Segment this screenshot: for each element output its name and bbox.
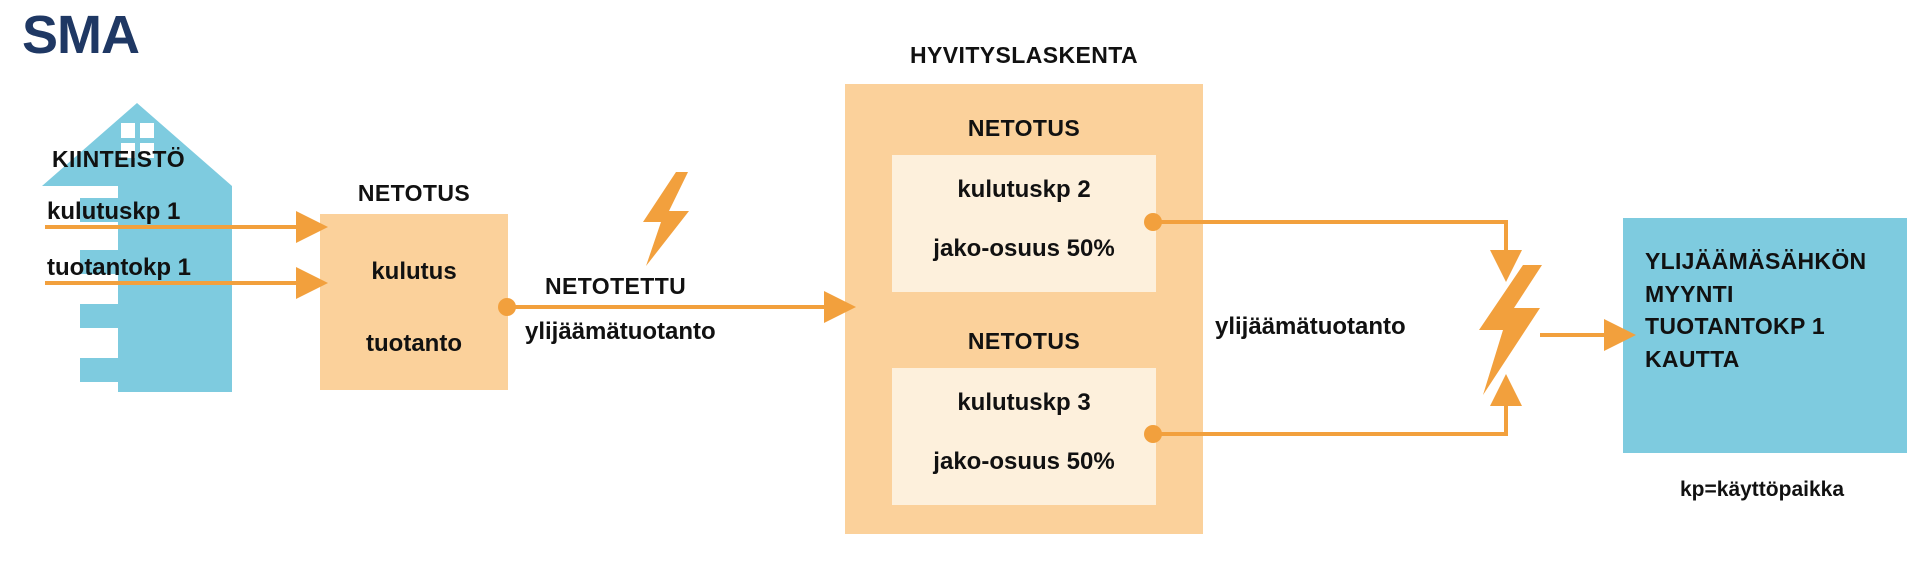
property-house-shape: [18, 100, 234, 392]
compensation-group-2-box: [892, 368, 1156, 505]
window-pane-icon: [121, 123, 135, 138]
netotus-local-row-kulutus: kulutus: [371, 258, 457, 285]
legend-note: kp=käyttöpaikka: [1680, 478, 1845, 501]
compensation-group-1-share: jako-osuus 50%: [933, 235, 1115, 262]
netotus-local-title: NETOTUS: [357, 180, 471, 206]
surplus-sale-box: [1623, 218, 1907, 453]
compensation-group-2-title: NETOTUS: [967, 328, 1081, 354]
surplus-flow-label: ylijäämätuotanto: [1215, 313, 1406, 340]
property-title: KIINTEISTÖ: [52, 146, 186, 172]
house-icon: [42, 103, 232, 392]
compensation-title: HYVITYSLASKENTA: [910, 42, 1138, 68]
sma-logo: SMA: [22, 5, 140, 65]
compensation-group-2-share: jako-osuus 50%: [933, 448, 1115, 475]
meter-label-tuotantokp1: tuotantokp 1: [47, 254, 191, 281]
compensation-group-1-title: NETOTUS: [967, 115, 1081, 141]
compensation-group-2-meter: kulutuskp 3: [957, 389, 1091, 416]
surplus-sale-text: YLIJÄÄMÄSÄHKÖN MYYNTI TUOTANTOKP 1 KAUTT…: [1645, 248, 1867, 372]
lightning-bolt-icon-right: [1479, 265, 1542, 395]
compensation-group-1-meter: kulutuskp 2: [957, 176, 1091, 203]
netotettu-title: NETOTETTU: [545, 273, 687, 299]
compensation-group-1-box: [892, 155, 1156, 292]
wire-netotus-to-compensation: [498, 291, 856, 323]
meter-label-kulutuskp1: kulutuskp 1: [47, 198, 181, 225]
netotettu-subtitle: ylijäämätuotanto: [525, 318, 716, 345]
netotus-local-row-tuotanto: tuotanto: [366, 330, 462, 357]
netotus-local-box: [320, 214, 508, 390]
lightning-bolt-icon-middle: [643, 172, 689, 266]
